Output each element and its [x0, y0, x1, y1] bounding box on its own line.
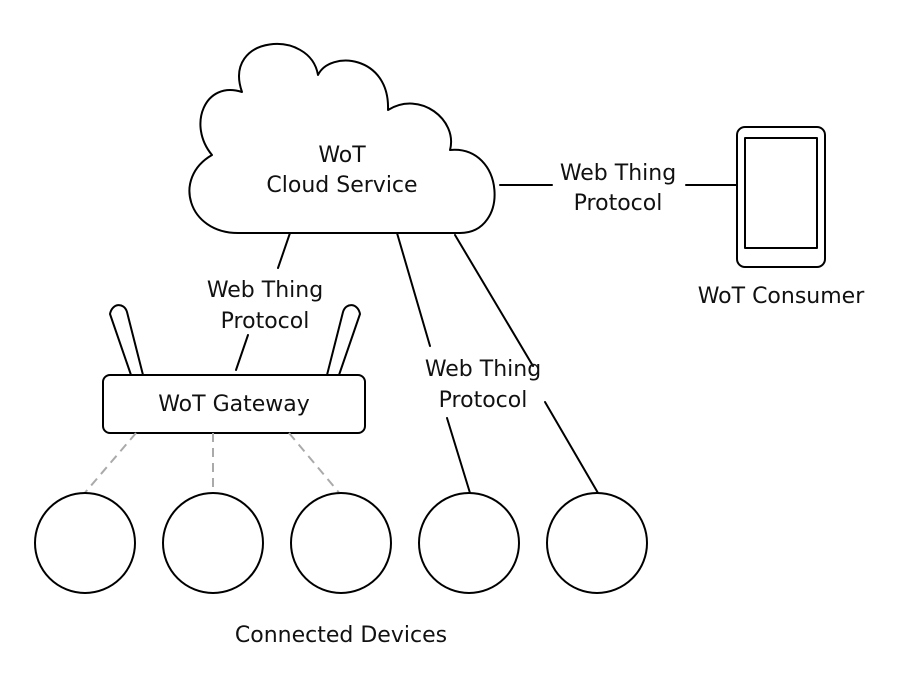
gateway-protocol-line1: Web Thing	[207, 278, 323, 303]
cloud-title-line2: Cloud Service	[266, 173, 417, 198]
gateway-label: WoT Gateway	[158, 392, 310, 417]
device-circle-icon	[290, 492, 392, 594]
gateway-protocol-line2: Protocol	[221, 309, 310, 334]
cloud-gateway-link-bottom	[235, 334, 249, 371]
cloud-gateway-link-top	[277, 232, 291, 269]
device-circle-icon	[418, 492, 520, 594]
cloud-device4-link-bottom	[446, 417, 471, 494]
device-circle-icon	[162, 492, 264, 594]
gateway-device-link-1	[82, 432, 137, 496]
cloud-icon	[188, 43, 496, 234]
router-icon	[102, 304, 366, 434]
cloud-device5-link-top	[454, 234, 534, 367]
consumer-protocol-line1: Web Thing	[560, 161, 676, 186]
gateway-device-link-3	[288, 432, 342, 496]
cloud-title-line1: WoT	[318, 143, 366, 168]
consumer-label: WoT Consumer	[698, 284, 865, 309]
cloud-device5-link-bottom	[544, 401, 599, 494]
tablet-icon	[736, 126, 826, 268]
devices-label: Connected Devices	[235, 623, 447, 648]
consumer-protocol-line2: Protocol	[574, 191, 663, 216]
device-protocol-line2: Protocol	[439, 388, 528, 413]
cloud-device4-link-top	[396, 232, 431, 347]
device-circle-icon	[34, 492, 136, 594]
device-protocol-line1: Web Thing	[425, 357, 541, 382]
device-circle-icon	[546, 492, 648, 594]
